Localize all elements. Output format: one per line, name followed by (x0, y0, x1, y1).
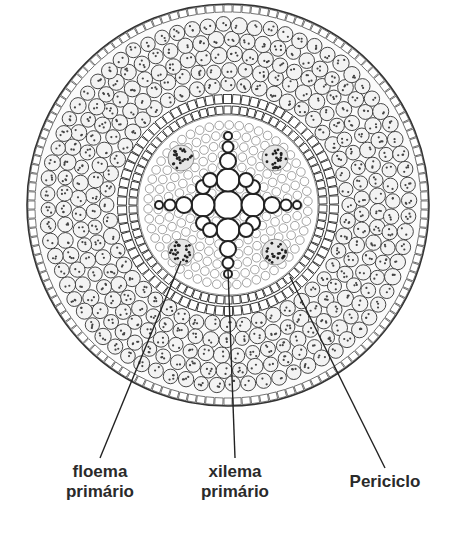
phloem-patches (168, 145, 288, 265)
stele-parenchyma (138, 115, 318, 295)
leader-line (290, 277, 385, 468)
part-label: xilema primário (185, 462, 285, 503)
leader-line (228, 270, 235, 458)
xylem-cross (155, 132, 301, 278)
cortex-cells (40, 17, 416, 393)
epidermis (28, 5, 428, 405)
root-drawing (27, 4, 429, 406)
part-label: Periciclo (330, 472, 440, 492)
part-label: floema primário (50, 462, 150, 503)
leader-line (100, 261, 181, 458)
root-outline (27, 4, 429, 406)
